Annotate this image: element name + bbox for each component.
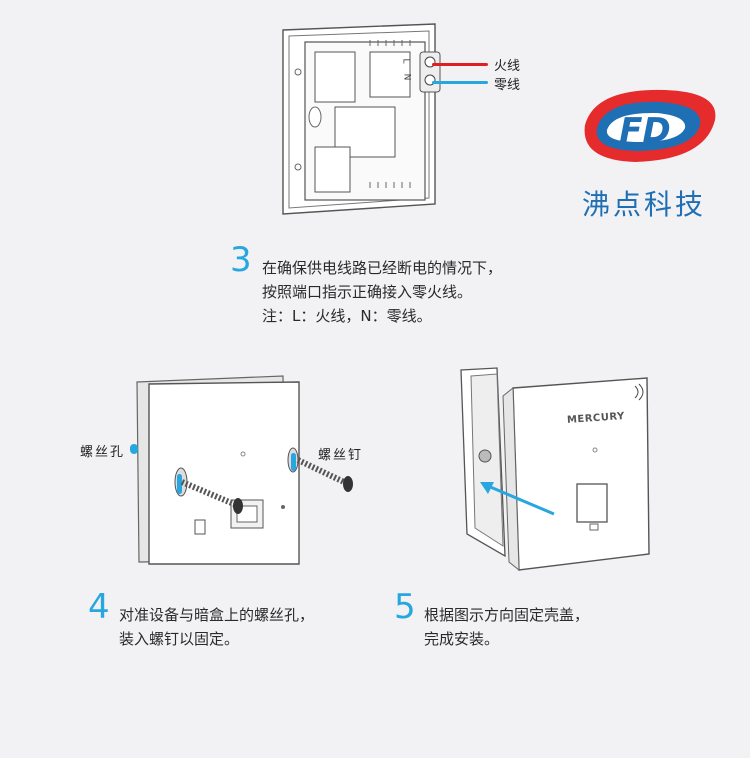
panel-screw-illustration: [136, 375, 300, 565]
step5-number: 5: [394, 587, 416, 627]
screw-label: 螺丝钉: [318, 448, 364, 463]
neutral-wire: [432, 81, 488, 84]
step3-line-1: 在确保供电线路已经断电的情况下，: [262, 259, 503, 277]
step4-number: 4: [88, 587, 110, 627]
step5-line-1: 根据图示方向固定壳盖，: [424, 606, 590, 624]
step4-line-2: 装入螺钉以固定。: [119, 630, 240, 648]
screw-hole-indicator: [130, 444, 138, 454]
screw-left-icon: [180, 479, 243, 514]
step5-line-2: 完成安装。: [424, 630, 500, 648]
panel-cover-illustration: [460, 367, 650, 572]
neutral-wire-label: 零线: [494, 78, 521, 93]
step4-text: 对准设备与暗盒上的螺丝孔， 装入螺钉以固定。: [119, 603, 314, 651]
direction-arrow-icon: [480, 482, 555, 516]
step3-number: 3: [230, 240, 252, 280]
step3-line-3: 注：L：火线，N：零线。: [262, 307, 432, 325]
screw-hole-left-marker: [177, 474, 182, 494]
screw-hole-right-marker: [291, 453, 296, 471]
screw-right-icon: [296, 457, 353, 492]
step4-line-1: 对准设备与暗盒上的螺丝孔，: [119, 606, 315, 624]
brand-name: 沸点科技: [582, 188, 707, 221]
brand-logo-icon: FD: [584, 89, 716, 162]
svg-text:FD: FD: [619, 111, 670, 151]
terminal-N-mark: N: [401, 73, 412, 81]
step5-text: 根据图示方向固定壳盖， 完成安装。: [424, 603, 589, 651]
screw-hole-label: 螺丝孔: [80, 445, 126, 460]
live-wire-label: 火线: [494, 59, 521, 74]
panel-back-illustration: [282, 23, 441, 215]
terminal-L-mark: L: [400, 58, 411, 64]
step3-line-2: 按照端口指示正确接入零火线。: [262, 283, 473, 301]
live-wire: [432, 63, 488, 66]
step3-text: 在确保供电线路已经断电的情况下， 按照端口指示正确接入零火线。 注：L：火线，N…: [262, 256, 502, 328]
